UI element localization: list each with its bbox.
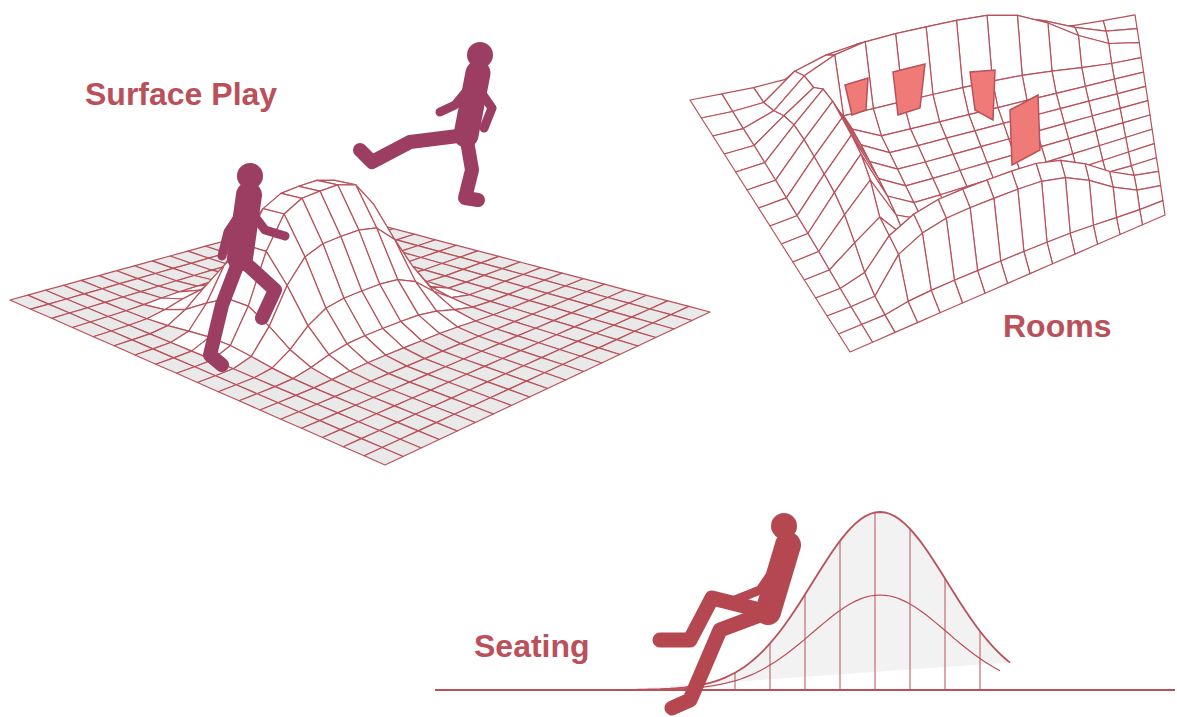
rooms-grid bbox=[690, 15, 1165, 352]
seat-inner-curve bbox=[630, 595, 1000, 690]
section-title: Seating bbox=[474, 630, 590, 662]
limb bbox=[240, 258, 275, 318]
section-line bbox=[875, 513, 876, 691]
limb bbox=[465, 135, 478, 200]
limb bbox=[440, 82, 474, 112]
seat-profile bbox=[615, 512, 1010, 690]
section-line bbox=[770, 643, 771, 690]
grid-cell bbox=[1078, 36, 1111, 68]
runner-figure bbox=[210, 163, 285, 365]
section-line bbox=[980, 631, 981, 690]
limb bbox=[222, 205, 246, 256]
room-panel bbox=[845, 78, 868, 115]
grid-cell bbox=[1106, 29, 1139, 44]
grid-cell bbox=[1093, 218, 1120, 245]
limb bbox=[735, 555, 784, 600]
section-line bbox=[840, 541, 841, 690]
grid-cell bbox=[1017, 15, 1052, 75]
grid-cell bbox=[364, 448, 403, 466]
room-panel bbox=[893, 64, 925, 115]
grid-cell bbox=[1048, 23, 1082, 71]
limb bbox=[246, 205, 285, 236]
seated-figure bbox=[660, 513, 797, 708]
section-title: Surface Play bbox=[85, 78, 277, 110]
room-panel bbox=[970, 70, 995, 120]
section-line bbox=[910, 529, 911, 690]
limb bbox=[672, 612, 768, 708]
grid-cell bbox=[839, 325, 873, 353]
limb bbox=[210, 258, 240, 365]
runner-figure bbox=[360, 42, 493, 200]
surface-play-grid bbox=[10, 180, 710, 465]
figures bbox=[210, 42, 797, 708]
seating-section bbox=[435, 512, 1175, 690]
limb bbox=[474, 82, 492, 128]
section-title: Rooms bbox=[1003, 310, 1111, 342]
seat-shade bbox=[615, 512, 1010, 690]
section-line bbox=[805, 595, 806, 690]
limb bbox=[360, 135, 466, 162]
grid-cell bbox=[1140, 201, 1165, 225]
room-panel bbox=[1010, 95, 1040, 165]
section-line bbox=[945, 579, 946, 691]
grid-cell bbox=[1117, 210, 1143, 235]
